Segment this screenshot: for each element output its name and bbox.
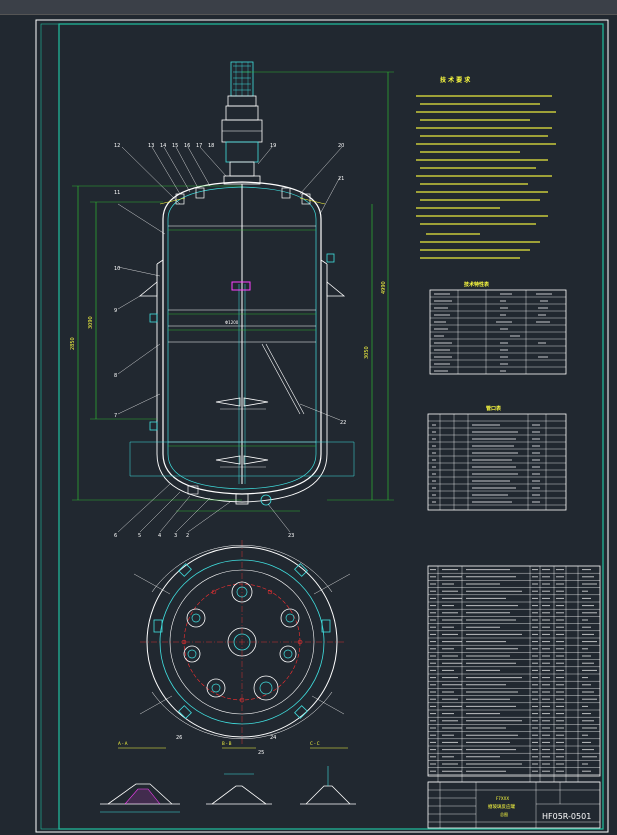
callout-17: 17	[196, 143, 202, 149]
title-line2: 搪玻璃反应罐	[488, 803, 515, 810]
nozzle-table-title: 管口表	[486, 405, 502, 412]
callout-13: 13	[148, 143, 154, 149]
callout-18: 18	[208, 143, 214, 149]
technical-requirements: 技 术 要 求	[416, 76, 556, 259]
bracket	[225, 141, 259, 163]
lug-left	[138, 281, 158, 297]
callout-26: 26	[176, 735, 182, 741]
elevation-view: 2850 3090 3050 4990 Φ1200	[70, 61, 394, 533]
impeller-lower	[215, 455, 241, 465]
title-block: F7XXX 搪玻璃反应罐 总图 HF05R-0501	[427, 781, 601, 829]
callout-14: 14	[160, 143, 166, 149]
dim-total-text: 4990	[381, 281, 387, 294]
magenta-marker	[231, 281, 251, 291]
callout-2: 2	[186, 533, 189, 539]
callout-19: 19	[270, 143, 276, 149]
weld-b-title: B - B	[222, 741, 232, 746]
callout-16: 16	[184, 143, 190, 149]
callout-9: 9	[114, 308, 117, 314]
cad-drawing: 2850 3090 3050 4990 Φ1200 12 11 10 9	[35, 19, 609, 833]
top-head	[162, 181, 322, 220]
drawing-number: HF05R-0501	[542, 812, 591, 821]
spec-table-title: 技术特性表	[464, 281, 490, 288]
gearbox	[227, 95, 257, 107]
callout-11: 11	[114, 190, 120, 196]
weld-details: A - A B - B C - C	[100, 741, 356, 813]
callout-8: 8	[114, 373, 117, 379]
callout-21: 21	[338, 176, 344, 182]
nozzle-table: 管口表	[427, 405, 567, 511]
callout-24: 24	[270, 735, 276, 741]
callout-20: 20	[338, 143, 344, 149]
outer-frame	[35, 19, 609, 833]
seal	[229, 161, 255, 177]
callout-5: 5	[138, 533, 141, 539]
callout-12: 12	[114, 143, 120, 149]
inner-frame	[58, 23, 604, 830]
callout-7: 7	[114, 413, 117, 419]
callout-3: 3	[174, 533, 177, 539]
dim-left-text: 2850	[70, 337, 76, 350]
dim-diameter-text: Φ1200	[225, 320, 239, 325]
parts-list	[427, 565, 601, 783]
impeller-upper	[215, 397, 241, 407]
plan-view	[133, 540, 351, 744]
callouts-left: 12 11 10 9 8 7 6 5 4 3 2	[114, 143, 189, 539]
title-line3: 总图	[500, 811, 508, 817]
callout-15: 15	[172, 143, 178, 149]
drawing-sheet: 2850 3090 3050 4990 Φ1200 12 11 10 9	[0, 14, 617, 835]
weld-c-title: C - C	[310, 741, 320, 746]
callout-6: 6	[114, 533, 117, 539]
callouts-right: 22 23 24 25 26	[176, 420, 346, 756]
callout-25: 25	[258, 750, 264, 756]
binding-margin	[40, 23, 60, 830]
spec-table: 技术特性表	[429, 281, 567, 375]
title-line1: F7XXX	[496, 796, 509, 801]
viewport-titlebar	[0, 0, 617, 15]
tech-req-title: 技 术 要 求	[440, 76, 471, 84]
weld-a-title: A - A	[118, 741, 128, 746]
lug-right	[326, 281, 346, 297]
callout-10: 10	[114, 266, 120, 272]
jacket-bottom	[156, 453, 328, 503]
dim-right-text: 3050	[364, 346, 370, 359]
callout-23: 23	[288, 533, 294, 539]
callout-4: 4	[158, 533, 161, 539]
callouts-top: 13 14 15 16 17 18 19 20 21	[148, 143, 344, 182]
dim-shell-text: 3090	[88, 316, 94, 329]
callout-22: 22	[340, 420, 346, 426]
plan-outer-circle	[146, 546, 338, 738]
